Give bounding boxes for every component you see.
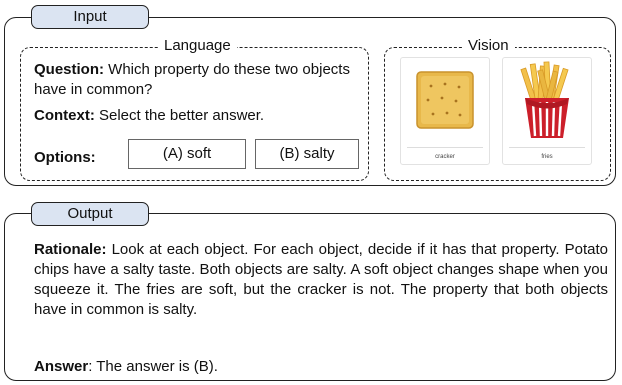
answer-text: Answer: The answer is (B). bbox=[34, 357, 218, 377]
cracker-card-divider bbox=[407, 147, 483, 148]
rationale-body: Look at each object. For each object, de… bbox=[34, 241, 608, 318]
language-title: Language bbox=[158, 37, 237, 55]
cracker-image-card: cracker bbox=[400, 57, 490, 165]
answer-label: Answer bbox=[34, 358, 89, 375]
options-label: Options: bbox=[34, 149, 96, 166]
output-panel bbox=[4, 213, 616, 381]
context-body: Select the better answer. bbox=[99, 107, 265, 124]
fries-caption: fries bbox=[541, 154, 553, 160]
option-b[interactable]: (B) salty bbox=[255, 139, 359, 169]
vision-title: Vision bbox=[462, 37, 515, 55]
cracker-icon bbox=[416, 71, 474, 129]
context-label: Context: bbox=[34, 107, 95, 124]
rationale-text: Rationale: Look at each object. For each… bbox=[34, 240, 608, 320]
output-tab: Output bbox=[31, 202, 149, 226]
question-label: Question: bbox=[34, 61, 104, 78]
context-text: Context: Select the better answer. bbox=[34, 106, 364, 126]
question-text: Question: Which property do these two ob… bbox=[34, 60, 364, 100]
option-a[interactable]: (A) soft bbox=[128, 139, 246, 169]
fries-icon bbox=[520, 61, 569, 138]
fries-card-divider bbox=[509, 147, 585, 148]
answer-body: : The answer is (B). bbox=[88, 358, 218, 375]
input-tab: Input bbox=[31, 5, 149, 29]
fries-image-card: fries bbox=[502, 57, 592, 165]
cracker-caption: cracker bbox=[435, 154, 455, 160]
rationale-label: Rationale: bbox=[34, 241, 107, 258]
question-body: Which property do these two objects have… bbox=[34, 61, 350, 98]
